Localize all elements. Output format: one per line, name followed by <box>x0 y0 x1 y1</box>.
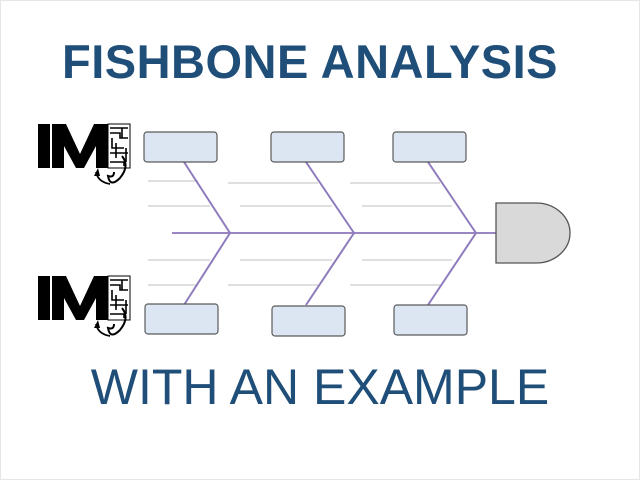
ms-fishhook-logo-icon <box>38 123 131 185</box>
cause-box-bottom-3 <box>393 304 468 336</box>
ms-fishhook-logo-icon <box>38 275 131 337</box>
cause-box-top-3 <box>392 131 467 163</box>
cause-box-bottom-2 <box>271 305 346 337</box>
logo-top <box>36 120 136 200</box>
page-subtitle: WITH AN EXAMPLE <box>90 359 550 415</box>
fishbone-head <box>495 202 571 264</box>
cause-box-bottom-1 <box>144 303 219 335</box>
page-title: FISHBONE ANALYSIS <box>62 35 558 88</box>
sub-cause-lines-bottom <box>148 259 452 286</box>
logo-bottom <box>36 272 136 352</box>
fishbone-bones <box>183 161 477 306</box>
cause-box-top-2 <box>270 131 345 163</box>
sub-cause-lines-top <box>148 180 452 207</box>
cause-box-top-1 <box>143 131 218 163</box>
